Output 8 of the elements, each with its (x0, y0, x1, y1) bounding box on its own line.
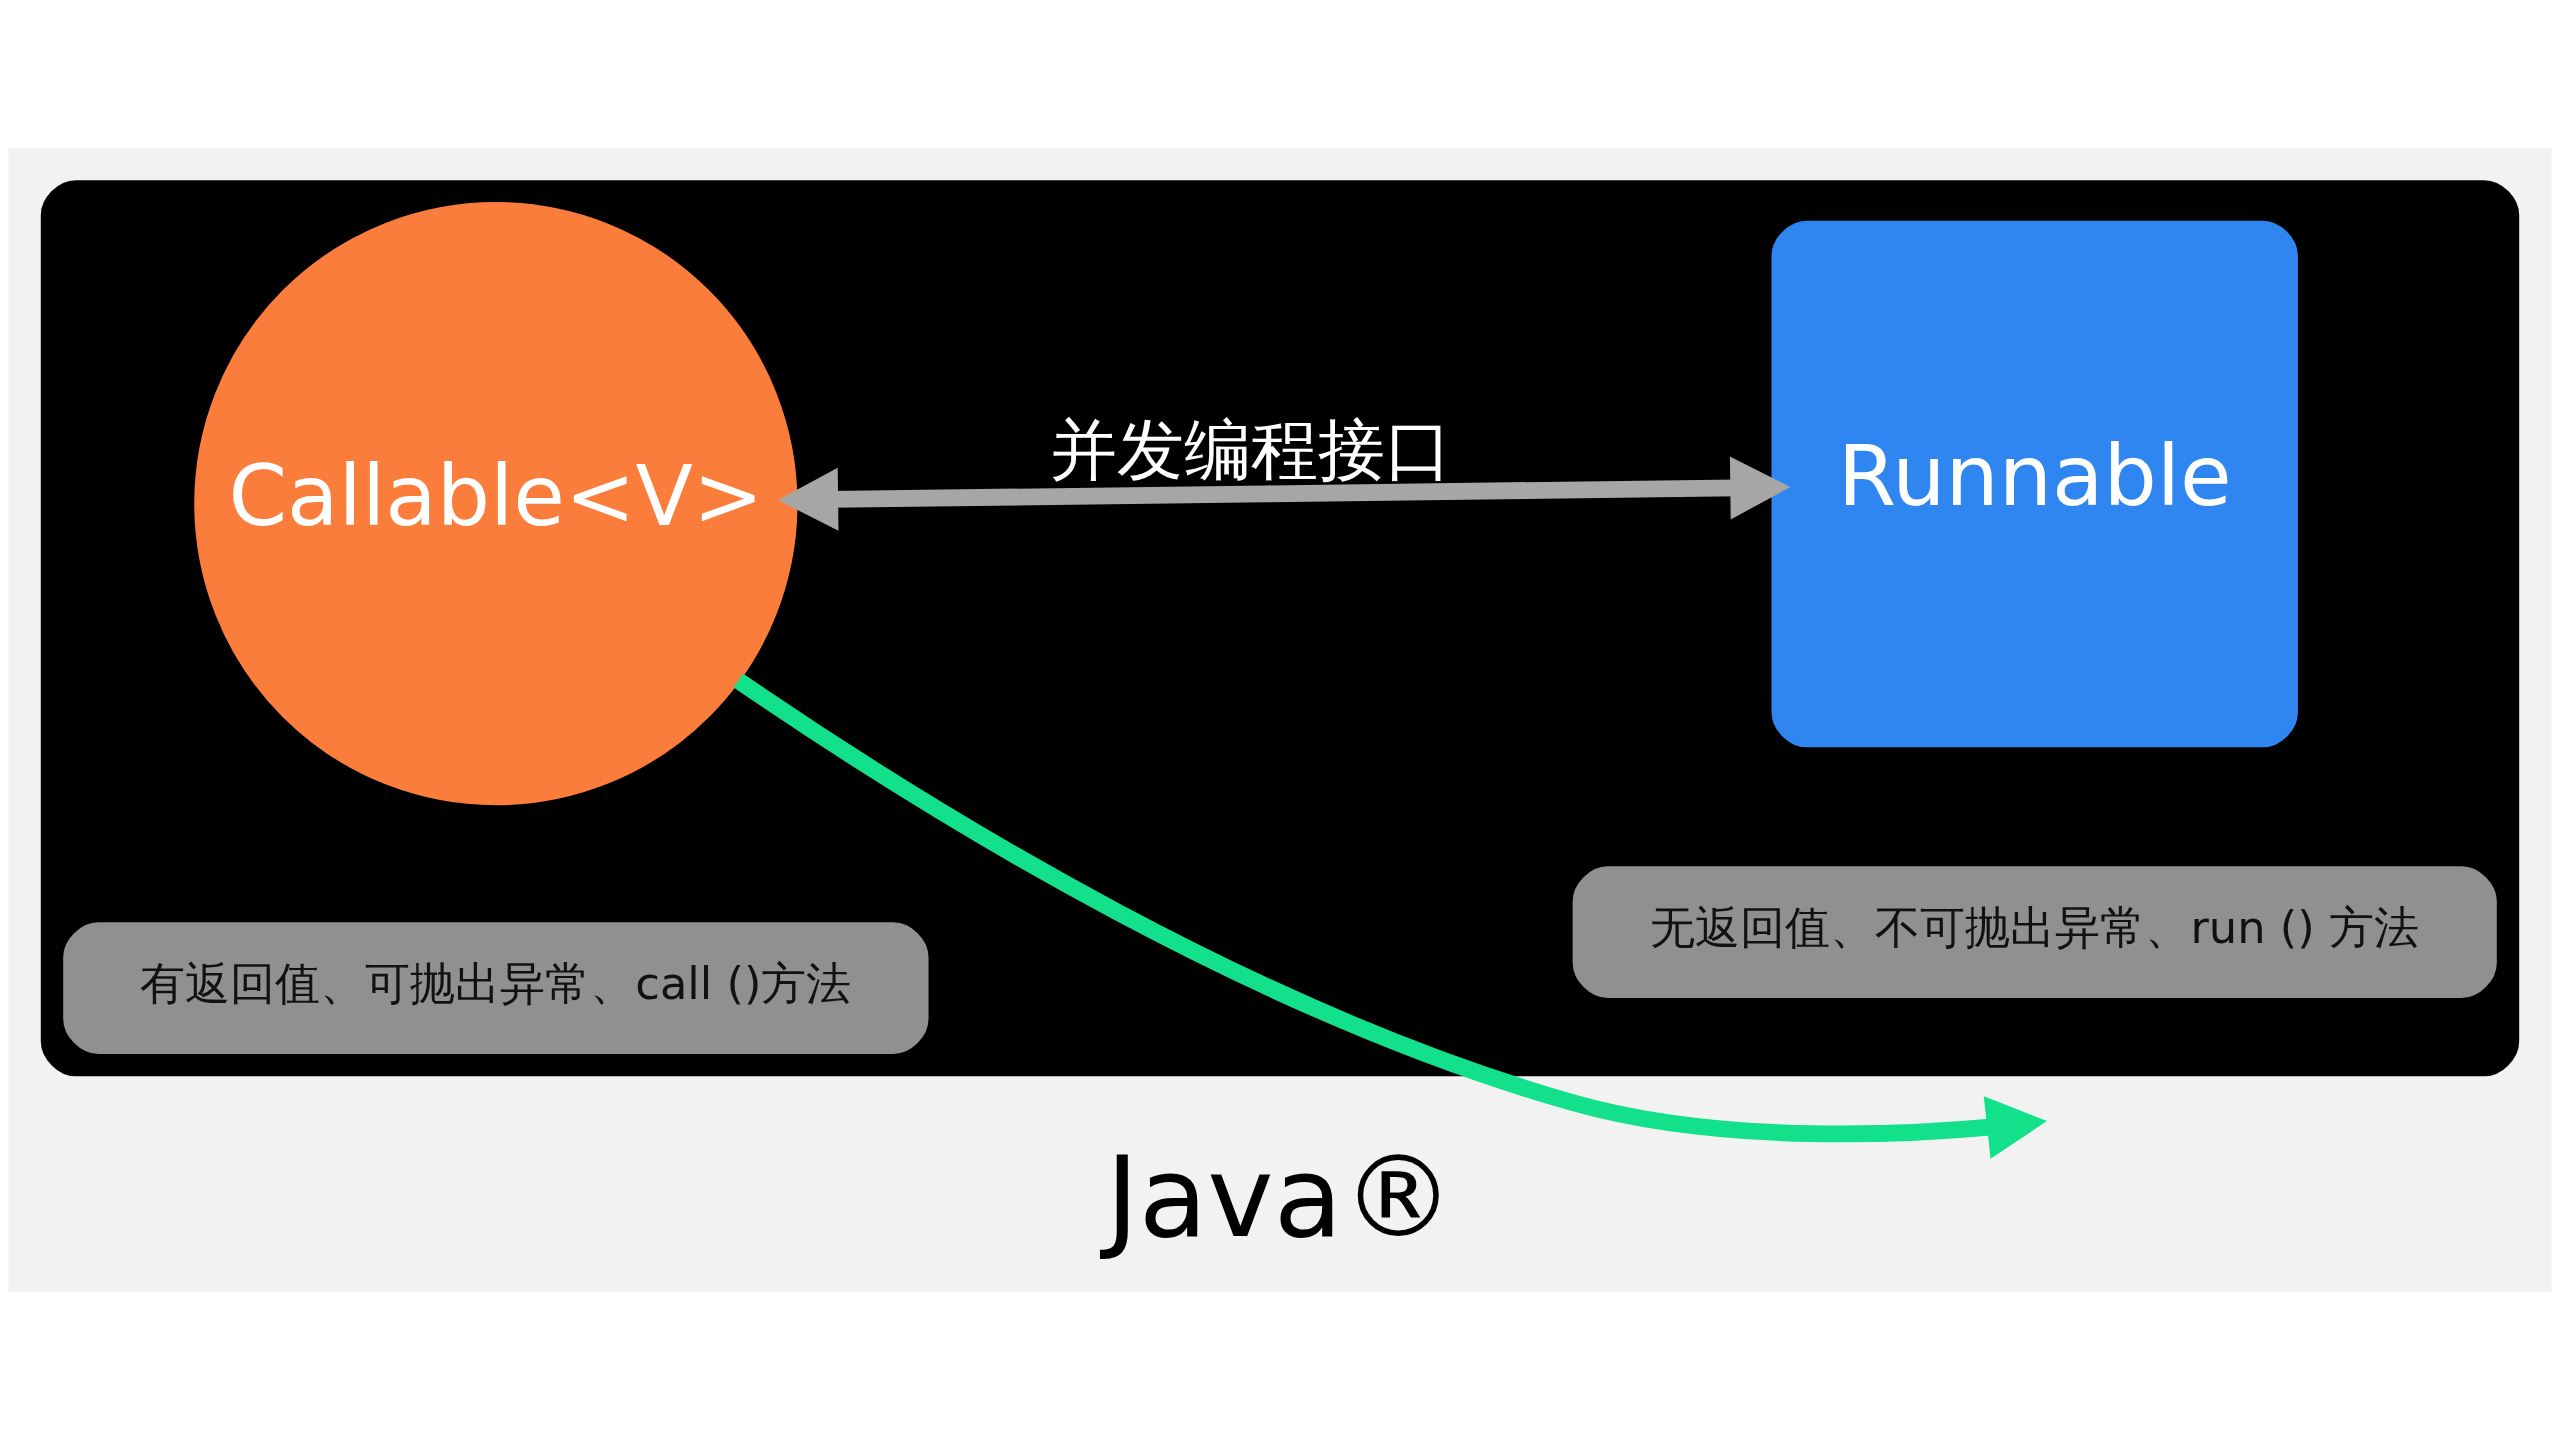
arrow (733, 673, 2047, 1159)
node-box: 无返回值、不可抛出异常、run () 方法 (1572, 866, 2497, 998)
node-circle: Callable<V> (194, 202, 798, 806)
cluster (40, 180, 2520, 1077)
node-box: 有返回值、可抛出异常、call ()方法 (63, 922, 929, 1054)
node-box: Runnable (1771, 220, 2298, 748)
edge-label: 并发编程接口 (1049, 411, 1452, 490)
arrow (778, 456, 1791, 531)
